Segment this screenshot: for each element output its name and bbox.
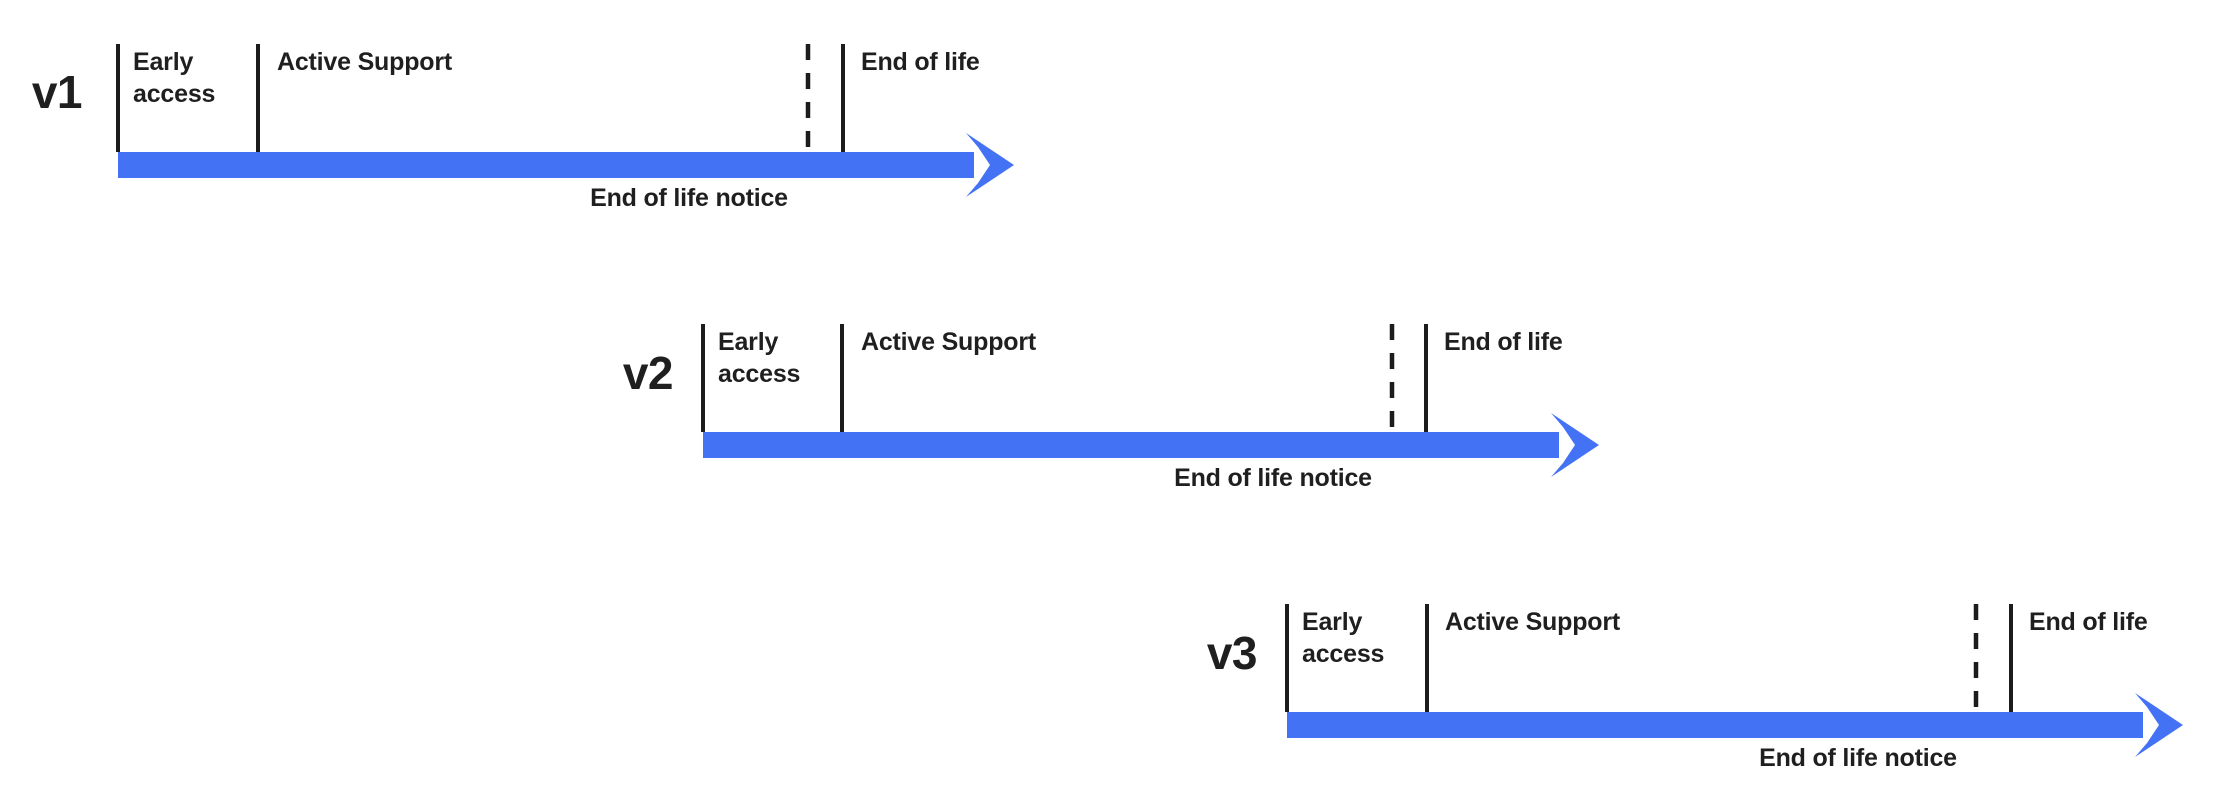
timeline-bar-v2: [703, 432, 1559, 458]
version-label-v1: v1: [32, 66, 82, 118]
phase-label-v3-0: Early: [1302, 608, 1362, 636]
version-label-v3: v3: [1207, 627, 1257, 679]
timeline-arrowhead-v3: [2135, 693, 2183, 757]
phase-label-v3-2: Active Support: [1445, 608, 1621, 636]
end-of-life-label-v1: End of life: [861, 48, 980, 76]
phase-label-v3-1: access: [1302, 640, 1384, 668]
phase-label-v2-0: Early: [718, 328, 778, 356]
phase-label-v2-2: Active Support: [861, 328, 1037, 356]
end-of-life-label-v3: End of life: [2029, 608, 2148, 636]
end-of-life-notice-label-v2: End of life notice: [1174, 464, 1372, 492]
timeline-bar-v3: [1287, 712, 2143, 738]
end-of-life-label-v2: End of life: [1444, 328, 1563, 356]
timeline-bar-v1: [118, 152, 974, 178]
timeline-row-v2: v2 Early access Active Support End of lifeEn…: [623, 324, 1599, 492]
timeline-arrowhead-v1: [966, 133, 1014, 197]
timeline-row-v1: v1 Early access Active Support End of lifeEn…: [32, 44, 1014, 212]
phase-label-v1-0: Early: [133, 48, 193, 76]
timeline-row-v3: v3 Early access Active Support End of lifeEn…: [1207, 604, 2183, 772]
end-of-life-notice-label-v1: End of life notice: [590, 184, 788, 212]
phase-label-v2-1: access: [718, 360, 800, 388]
phase-label-v1-1: access: [133, 80, 215, 108]
timeline-arrowhead-v2: [1551, 413, 1599, 477]
version-label-v2: v2: [623, 347, 673, 399]
end-of-life-notice-label-v3: End of life notice: [1759, 744, 1957, 772]
phase-label-v1-2: Active Support: [277, 48, 453, 76]
